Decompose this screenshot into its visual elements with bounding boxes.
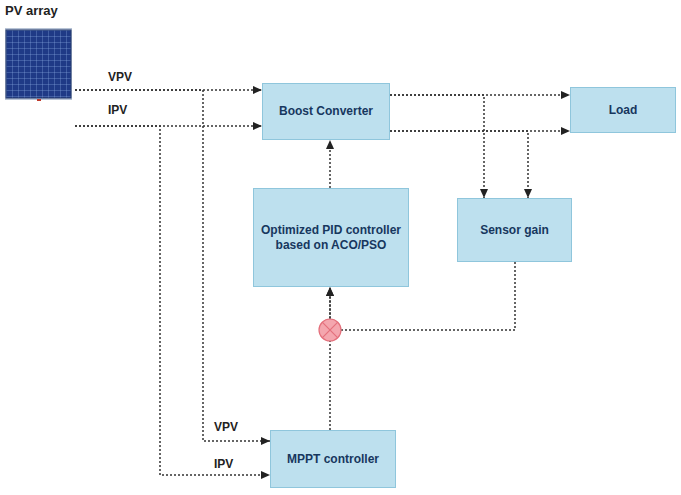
node-text: Optimized PID controller based on ACO/PS… [254, 223, 408, 253]
node-text: Load [603, 103, 644, 118]
signal-label: VPV [213, 420, 239, 434]
summing-cross [322, 322, 338, 338]
panel-terminal [37, 99, 41, 101]
summing-junction [319, 319, 341, 341]
signal-connector [329, 140, 331, 188]
signal-label: VPV [107, 70, 133, 84]
pv-array: PV array [3, 3, 75, 103]
node-text: Boost Converter [273, 104, 379, 119]
signal-label: IPV [107, 103, 128, 117]
controller-box: MPPT controller [270, 430, 396, 488]
panel-cells [6, 30, 71, 98]
process-box: Sensor gain [457, 198, 572, 262]
controller-box: Optimized PID controller based on ACO/PS… [253, 188, 409, 287]
node-text: Sensor gain [474, 223, 555, 238]
node-text: MPPT controller [281, 452, 385, 467]
signal-connector [329, 287, 331, 430]
panel-border [6, 30, 71, 98]
process-box: Boost Converter [262, 83, 390, 140]
signal-connector [390, 95, 484, 198]
panel-frame [5, 28, 72, 100]
signal-label: IPV [213, 457, 234, 471]
pv-panel [5, 28, 72, 101]
signal-connector [390, 131, 528, 198]
process-box: Load [570, 87, 676, 133]
summing-circle [319, 319, 341, 341]
signal-connector [75, 126, 270, 475]
signal-connector [75, 90, 270, 441]
node-text: PV array [3, 3, 60, 18]
